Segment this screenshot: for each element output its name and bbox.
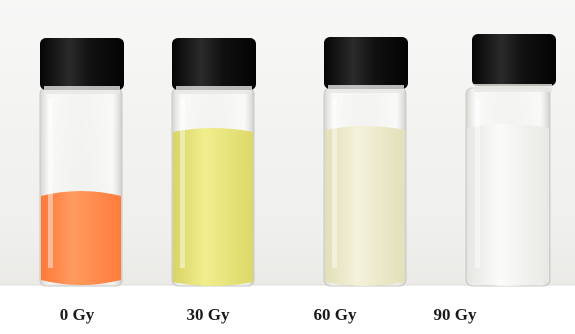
vial-label-60-gy: 60 Gy — [313, 305, 357, 324]
vial-0-gy — [39, 38, 124, 287]
vial-60-gy — [323, 37, 408, 287]
vial-90-gy — [465, 34, 556, 287]
vial-label-0-gy: 0 Gy — [59, 305, 95, 324]
vial-30-gy — [171, 38, 256, 287]
vial-label-30-gy: 30 Gy — [186, 305, 230, 324]
vial-label-90-gy: 90 Gy — [433, 305, 477, 324]
